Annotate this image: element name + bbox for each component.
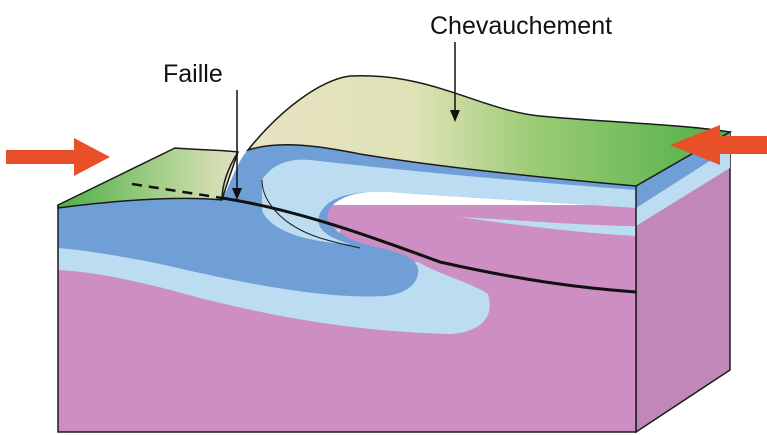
thrust-pointer [450, 42, 460, 122]
fault-label: Faille [163, 62, 223, 87]
compression-arrow-right-icon [6, 138, 110, 176]
thrust-label: Chevauchement [430, 14, 612, 39]
